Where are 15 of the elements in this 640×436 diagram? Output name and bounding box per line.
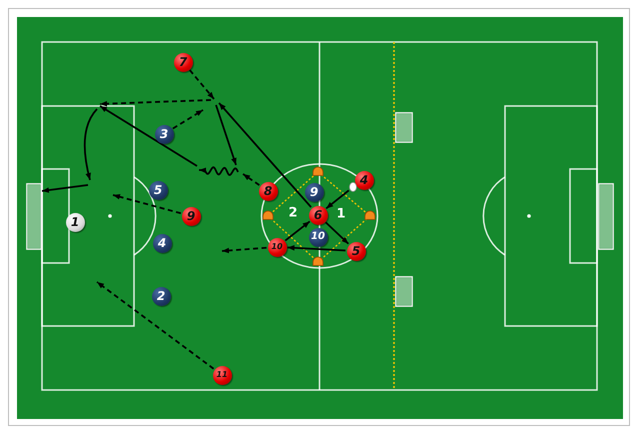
dashed-arrow — [96, 281, 214, 370]
dashed-arrow — [172, 109, 204, 130]
arrow — [325, 222, 349, 244]
dashed-arrow — [222, 246, 267, 254]
dashed-arrow — [112, 194, 182, 214]
ball-icon — [349, 182, 357, 192]
zone-number: 2 — [288, 206, 298, 220]
arrow — [287, 245, 346, 252]
zone-number: 1 — [336, 208, 346, 220]
goal-icon — [26, 183, 42, 250]
arrow — [218, 102, 312, 208]
dashed-arrow — [189, 69, 215, 100]
dashed-arrow — [242, 173, 260, 186]
arrow — [284, 220, 310, 242]
arrow — [42, 184, 88, 193]
